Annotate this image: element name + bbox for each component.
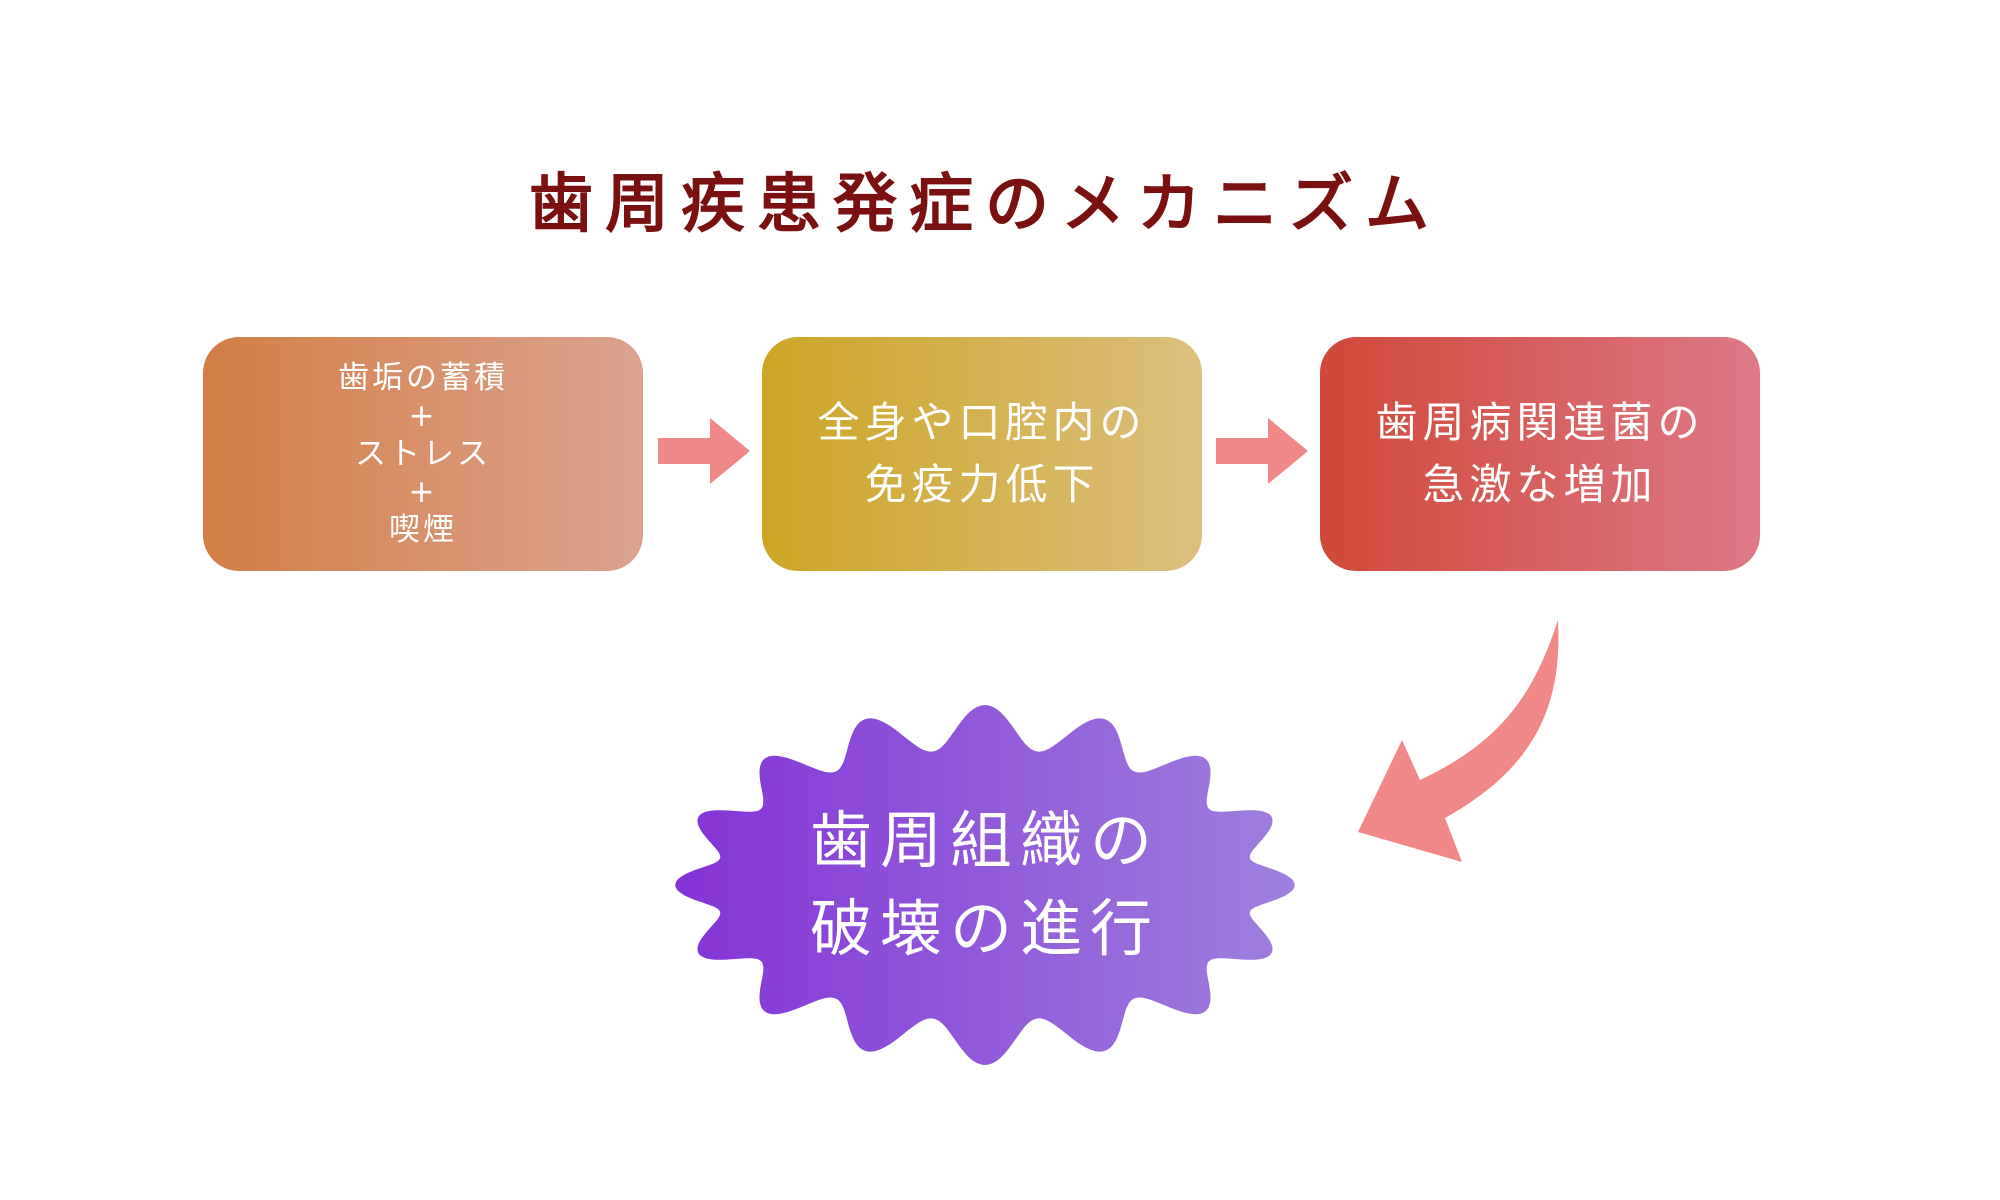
right-arrow-shape: [1216, 418, 1308, 484]
cause-line-smoking: 喫煙: [389, 512, 457, 548]
diagram-title: 歯周疾患発症のメカニズム: [529, 168, 1441, 242]
result-burst-shape: [675, 705, 1295, 1065]
result-line-1: 歯周組織の: [809, 804, 1160, 877]
curved-arrow-shape: [1358, 620, 1559, 862]
result-text: 歯周組織の 破壊の進行: [660, 700, 1310, 1070]
curved-arrow-icon: [1358, 620, 1559, 862]
burst-outline: [675, 705, 1295, 1065]
plus-sign: +: [408, 398, 438, 434]
cause-line-stress: ストレス: [355, 436, 491, 472]
right-arrow-icon: [658, 418, 750, 484]
cause-box: 歯垢の蓄積 + ストレス + 喫煙: [203, 337, 643, 571]
bacteria-box: 歯周病関連菌の 急激な増加: [1320, 337, 1760, 571]
immunity-line-1: 全身や口腔内の: [817, 398, 1147, 447]
right-arrow-shape: [658, 418, 750, 484]
immunity-box: 全身や口腔内の 免疫力低下: [762, 337, 1202, 571]
bacteria-line-1: 歯周病関連菌の: [1375, 398, 1705, 447]
right-arrow-icon: [1216, 418, 1308, 484]
bacteria-line-2: 急激な増加: [1422, 460, 1658, 509]
immunity-line-2: 免疫力低下: [864, 460, 1100, 509]
plus-sign: +: [408, 474, 438, 510]
cause-line-plaque: 歯垢の蓄積: [338, 360, 508, 396]
result-line-2: 破壊の進行: [809, 892, 1160, 965]
